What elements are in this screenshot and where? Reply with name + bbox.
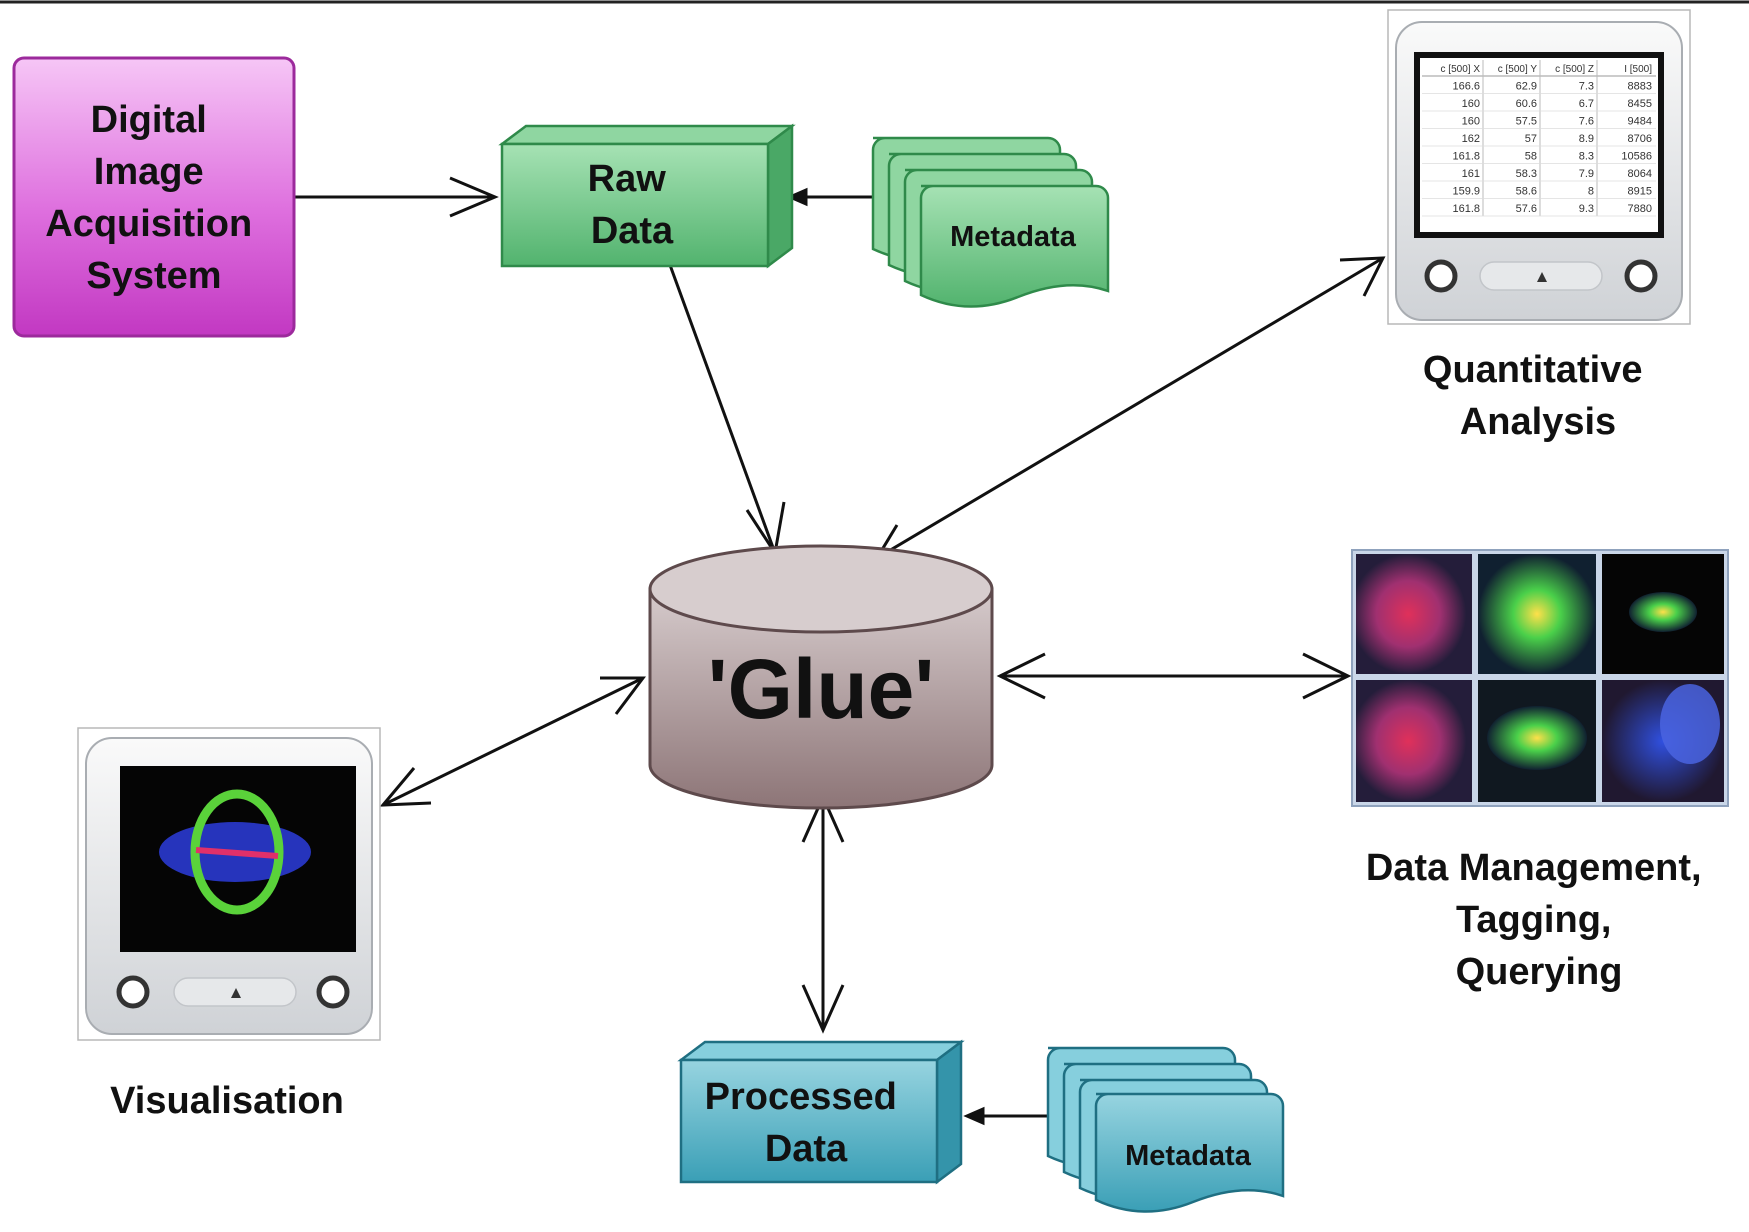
raw-data-box: Raw Data <box>498 123 796 269</box>
arrowhead-glue-vis-a <box>379 767 432 807</box>
vis-chromosomes <box>195 847 279 859</box>
table-header-cell: c [500] Y <box>1498 64 1538 75</box>
quantitative-monitor: c [500] X c [500] Y c [500] Z I [500] 166.6 6… <box>1387 9 1691 325</box>
arrowhead-glue-dm-a <box>996 652 1046 700</box>
acquisition-box: Digital Image Acquisition System <box>12 56 296 338</box>
arrowhead-proc-meta <box>963 1106 985 1126</box>
apple-logo-icon <box>1537 272 1547 282</box>
cell-image-6-spot <box>1660 684 1720 764</box>
cell-image-4 <box>1356 680 1472 802</box>
cell-image-1 <box>1356 554 1472 674</box>
raw-data-front <box>500 142 770 268</box>
table-cell: 62.9 <box>1516 81 1537 93</box>
visualisation-label: Visualisation <box>110 1080 344 1122</box>
table-cell: 7.6 <box>1579 116 1594 128</box>
table-cell: 161 <box>1462 168 1480 180</box>
cell-image-2 <box>1478 554 1596 674</box>
processed-data-label: Processed Data <box>705 1076 908 1170</box>
glue-body <box>648 587 994 810</box>
metadata-sheet-4 <box>1094 1092 1285 1213</box>
table-cell: 160 <box>1462 116 1480 128</box>
table-header-cell: I [500] <box>1624 64 1652 75</box>
acquisition-rect <box>12 56 296 338</box>
table-cell: 8.3 <box>1579 151 1594 163</box>
table-cell: 159.9 <box>1452 186 1480 198</box>
table-cell: 7.3 <box>1579 81 1594 93</box>
raw-metadata-stack <box>871 136 1110 308</box>
raw-data-label: Raw Data <box>588 158 677 252</box>
speaker-right-icon <box>316 975 350 1009</box>
table-cell: 8706 <box>1628 133 1652 145</box>
table-cell: 58 <box>1525 151 1537 163</box>
processed-data-side <box>935 1039 963 1185</box>
processed-data-top <box>677 1040 965 1062</box>
table-cell: 166.6 <box>1452 81 1480 93</box>
table-cell: 9.3 <box>1579 203 1594 215</box>
processed-metadata-label: Metadata <box>1125 1140 1252 1172</box>
table-cell: 160 <box>1462 98 1480 110</box>
table-cell: 8915 <box>1628 186 1652 198</box>
arrowhead-raw-meta <box>786 187 808 207</box>
table-cell: 60.6 <box>1516 98 1537 110</box>
table-header-cell: c [500] X <box>1441 64 1481 75</box>
processed-data-box: Processed Data <box>677 1039 965 1185</box>
speaker-right-icon <box>1624 259 1658 293</box>
quant-table-bg <box>1420 58 1658 232</box>
table-cell: 7880 <box>1628 203 1652 215</box>
arrowhead-glue-dm-b <box>1302 652 1352 700</box>
quantitative-label: Quantitative Analysis <box>1423 349 1653 443</box>
arrow-raw-to-glue <box>668 264 777 554</box>
table-cell: 8 <box>1588 186 1594 198</box>
arrows <box>295 176 1386 1126</box>
arrowhead-glue-quant-b <box>1339 256 1386 297</box>
quant-table: c [500] X c [500] Y c [500] Z I [500] 166.6 6… <box>1422 60 1656 217</box>
table-cell: 161.8 <box>1452 151 1480 163</box>
arrowhead-glue-proc-b <box>801 984 845 1034</box>
table-cell: 57.5 <box>1516 116 1537 128</box>
metadata-sheet-4 <box>919 184 1110 308</box>
table-cell: 10586 <box>1621 151 1652 163</box>
speaker-left-icon <box>1424 259 1458 293</box>
glue-label: 'Glue' <box>708 642 935 736</box>
acquisition-label: Digital Image Acquisition System <box>45 99 262 297</box>
table-cell: 7.9 <box>1579 168 1594 180</box>
processed-data-front <box>679 1058 939 1184</box>
table-cell: 8455 <box>1628 98 1652 110</box>
table-cell: 58.6 <box>1516 186 1537 198</box>
raw-metadata-label: Metadata <box>950 221 1077 253</box>
cell-image-3-spot <box>1629 592 1697 632</box>
table-cell: 8883 <box>1628 81 1652 93</box>
table-cell: 58.3 <box>1516 168 1537 180</box>
apple-logo-icon <box>231 988 241 998</box>
data-management-image-grid <box>1351 549 1729 807</box>
glue-cylinder: 'Glue' <box>648 544 994 810</box>
table-cell: 57.6 <box>1516 203 1537 215</box>
arrow-glue-quant <box>876 256 1384 560</box>
visualisation-monitor <box>77 727 381 1041</box>
arrow-glue-vis <box>382 676 644 807</box>
table-cell: 8064 <box>1628 168 1652 180</box>
arrowhead-raw <box>449 176 499 218</box>
table-header-cell: c [500] Z <box>1555 64 1594 75</box>
raw-data-top <box>498 124 796 146</box>
table-cell: 6.7 <box>1579 98 1594 110</box>
speaker-left-icon <box>116 975 150 1009</box>
table-cell: 161.8 <box>1452 203 1480 215</box>
table-cell: 9484 <box>1628 116 1652 128</box>
vis-spindle <box>190 789 284 915</box>
arrowhead-glue-vis-b <box>600 676 646 715</box>
table-cell: 162 <box>1462 133 1480 145</box>
cell-image-5-spot <box>1487 706 1587 770</box>
raw-data-side <box>766 123 794 269</box>
table-cell: 57 <box>1525 133 1537 145</box>
processed-metadata-stack <box>1046 1046 1285 1213</box>
data-management-label: Data Management, Tagging, Querying <box>1366 847 1712 993</box>
table-cell: 8.9 <box>1579 133 1594 145</box>
glue-top <box>648 544 994 634</box>
